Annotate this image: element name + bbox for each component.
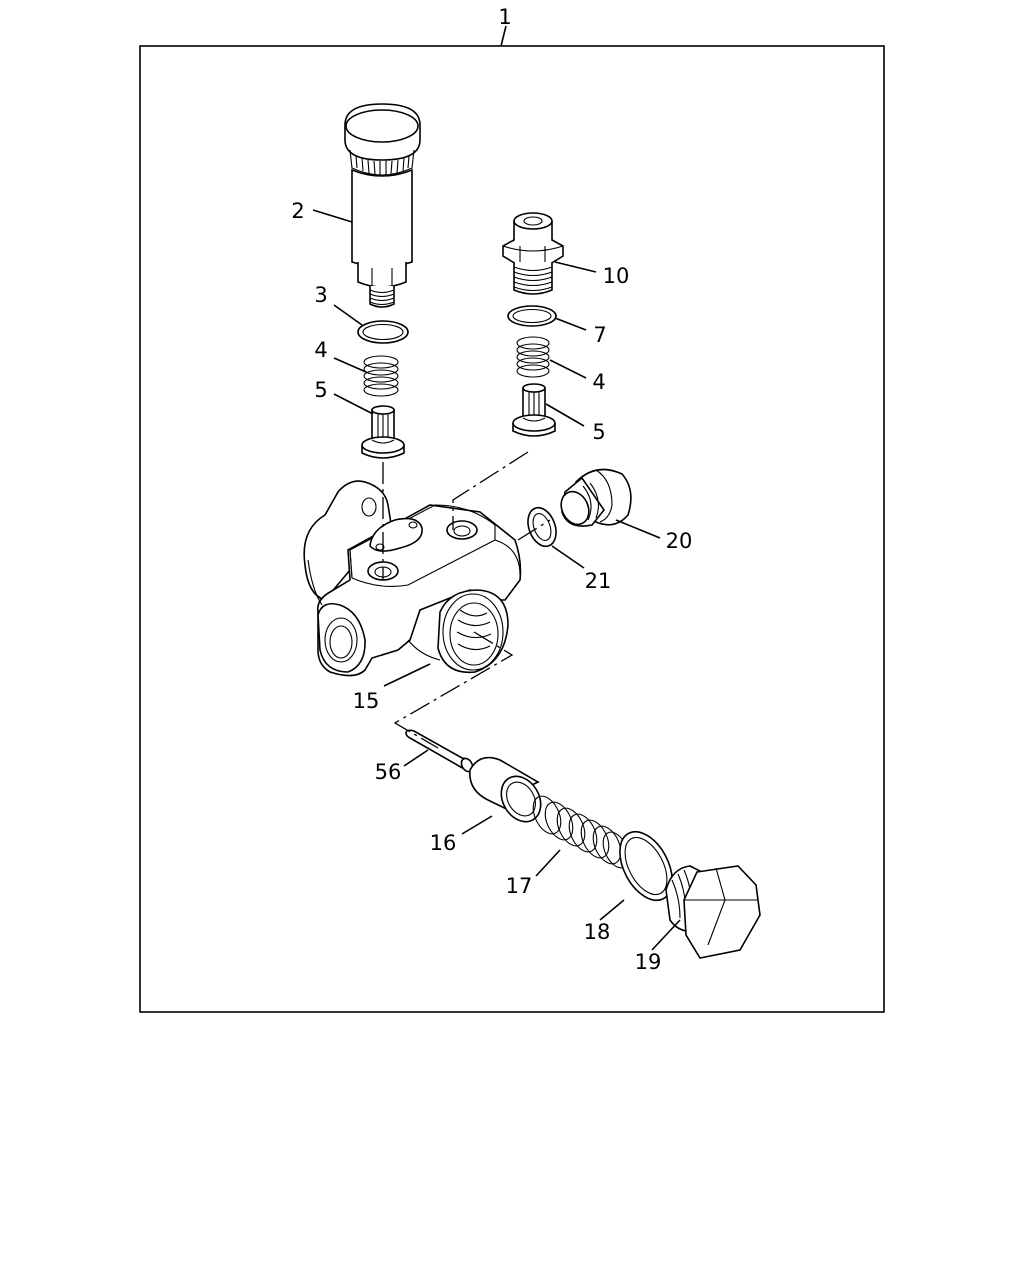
part-2-priming-pump-handle[interactable] <box>344 103 421 308</box>
callout-labels: 1 2 3 4 5 10 7 4 5 20 21 15 56 16 17 18 … <box>291 5 692 974</box>
callout-4-right: 4 <box>592 370 605 394</box>
part-16-piston-sleeve[interactable] <box>469 756 549 829</box>
part-19-hex-plug[interactable] <box>665 865 761 959</box>
callout-19: 19 <box>635 950 662 974</box>
part-20-plug[interactable] <box>556 468 632 529</box>
callout-1: 1 <box>498 5 511 29</box>
callout-4-left: 4 <box>314 338 327 362</box>
part-17-spring[interactable] <box>528 792 634 872</box>
part-4-spring-left[interactable] <box>363 355 399 397</box>
callout-17: 17 <box>506 874 533 898</box>
part-7-gasket-ring[interactable] <box>507 305 557 327</box>
part-15-pump-housing[interactable] <box>303 480 522 677</box>
assembly-frame <box>139 45 885 1013</box>
callout-56: 56 <box>375 760 402 784</box>
part-3-gasket-ring[interactable] <box>357 320 409 344</box>
part-10-hex-fitting[interactable] <box>502 212 564 295</box>
leader-lines <box>312 25 681 951</box>
callout-18: 18 <box>584 920 611 944</box>
callout-2: 2 <box>291 199 304 223</box>
part-5-valve-left[interactable] <box>361 405 405 459</box>
callout-5-left: 5 <box>314 378 327 402</box>
callout-15: 15 <box>353 689 380 713</box>
assembly-axis-lines <box>382 451 551 749</box>
part-5-valve-right[interactable] <box>512 383 556 437</box>
part-56-pin[interactable] <box>405 729 475 773</box>
callout-21: 21 <box>585 569 612 593</box>
callout-16: 16 <box>430 831 457 855</box>
part-4-spring-right[interactable] <box>516 336 550 378</box>
part-18-gasket-ring[interactable] <box>609 823 683 909</box>
callout-20: 20 <box>666 529 693 553</box>
part-21-gasket-ring[interactable] <box>523 504 561 550</box>
callout-7: 7 <box>593 323 606 347</box>
callout-5-right: 5 <box>592 420 605 444</box>
callout-3: 3 <box>314 283 327 307</box>
callout-10: 10 <box>603 264 630 288</box>
